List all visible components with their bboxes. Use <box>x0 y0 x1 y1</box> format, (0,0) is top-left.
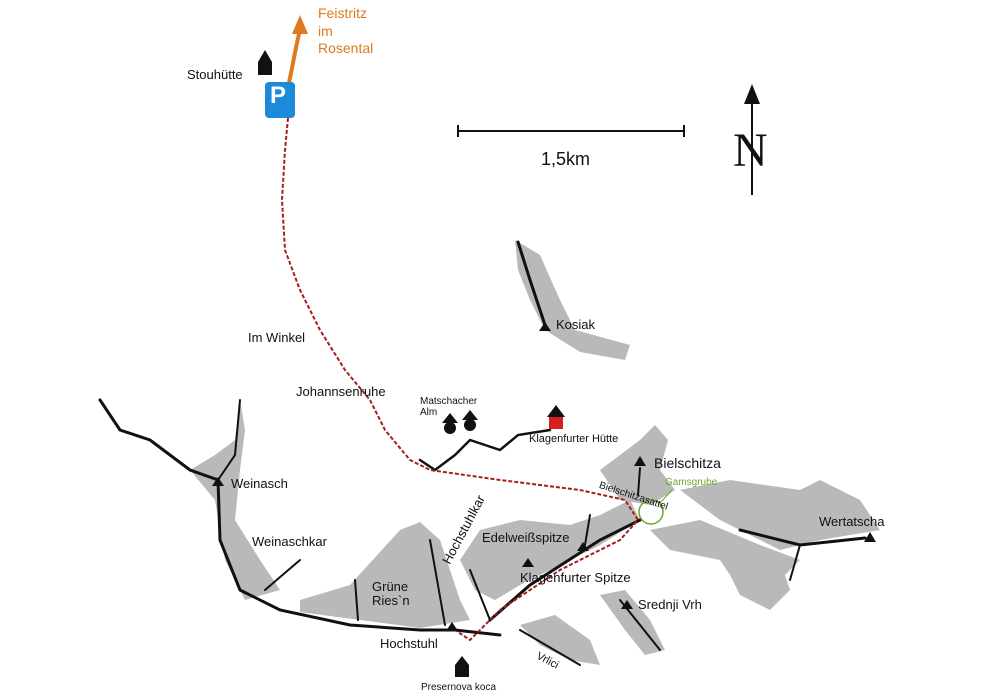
wertatscha-area <box>680 480 880 550</box>
parking-sign <box>265 82 295 118</box>
presernova-koca-label: Presernova koca <box>421 682 497 693</box>
east-area <box>720 560 790 610</box>
klagenfurter-huette-icon <box>547 405 565 417</box>
stouhuette-label: Stouhütte <box>187 67 243 82</box>
north-label: N <box>733 124 768 177</box>
alm-icon-1 <box>442 413 458 423</box>
im-winkel-label: Im Winkel <box>248 330 306 345</box>
gamsgrube-label: Gamsgrube <box>665 477 718 488</box>
route-path <box>280 117 640 642</box>
johannsenruhe-label: Johannsenruhe <box>296 384 386 399</box>
alm-icon-2 <box>462 410 478 420</box>
hochstuhl-area <box>300 522 470 628</box>
edelweissspitze-label: Edelweißspitze <box>482 530 570 545</box>
weinasch-area <box>190 400 280 600</box>
weinaschkar-label: Weinaschkar <box>252 534 327 549</box>
terrain-areas <box>190 240 880 665</box>
kosiak-label: Kosiak <box>556 317 596 332</box>
ridges <box>98 240 867 666</box>
access-arrowhead <box>292 15 308 34</box>
gamsgrube-circle <box>638 499 664 525</box>
klagenfurter-spitze-label: Klagenfurter Spitze <box>520 570 631 585</box>
klagenfurter-huette-label: Klagenfurter Hütte <box>529 433 619 445</box>
bielschitza-label: Bielschitza <box>654 455 721 471</box>
peak-markers <box>212 322 876 631</box>
hochstuhl-label: Hochstuhl <box>380 636 438 651</box>
parking-label: P <box>270 82 287 109</box>
srednji-area <box>600 590 665 655</box>
wertatscha-label: Wertatscha <box>819 514 885 529</box>
north-arrow <box>744 84 760 195</box>
kosiak-ridge <box>515 240 630 360</box>
stouhuette-icon <box>258 50 272 75</box>
scale-label: 1,5km <box>541 149 591 169</box>
weinasch-label: Weinasch <box>231 476 288 491</box>
vrlici-area <box>520 615 600 665</box>
presernova-icon <box>455 656 469 677</box>
edelweiss-area <box>460 500 640 600</box>
hut-icons <box>258 50 565 677</box>
scale-bar <box>457 125 685 137</box>
srednji-vrh-label: Srednji Vrh <box>638 597 702 612</box>
